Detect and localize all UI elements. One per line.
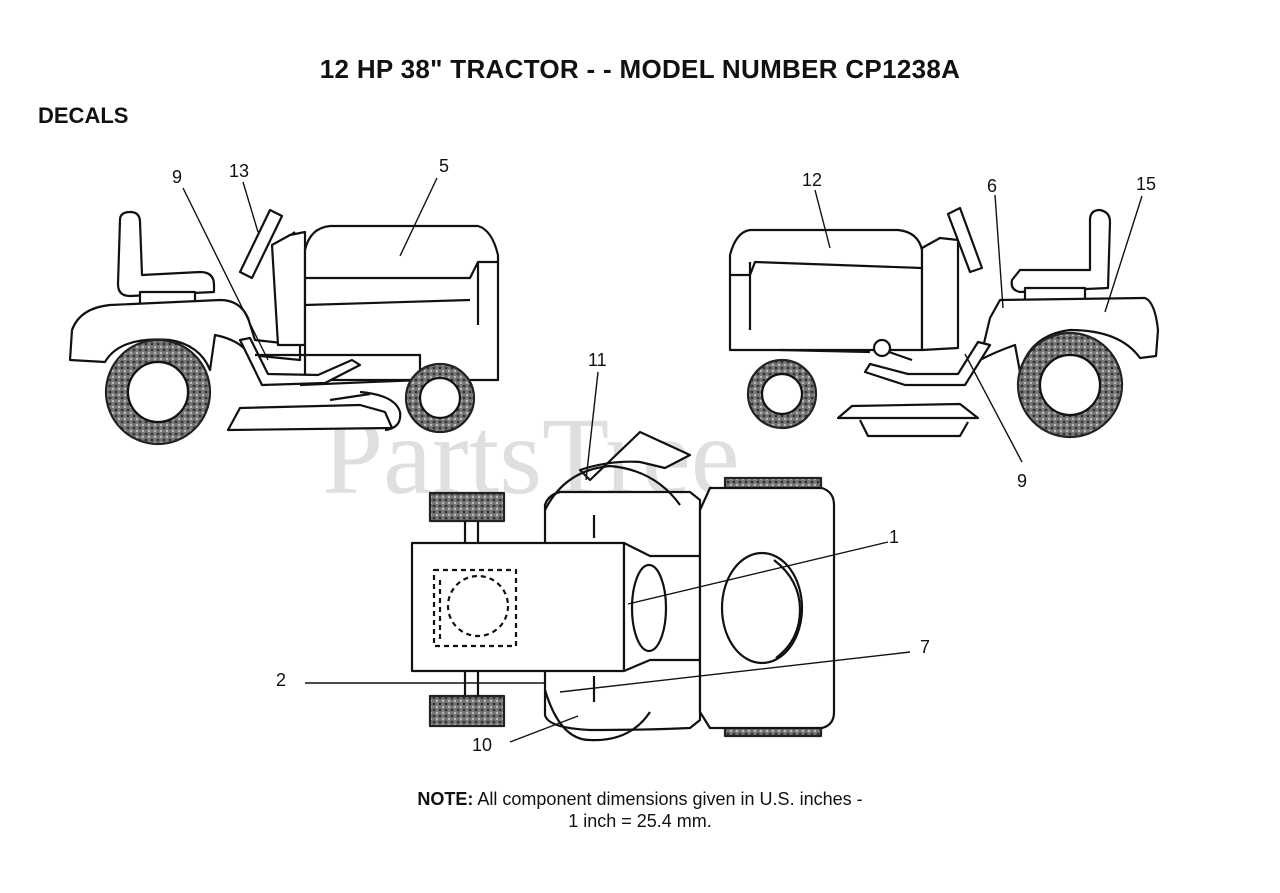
note-label: NOTE: xyxy=(417,789,474,809)
tractor-left-side-view xyxy=(68,208,500,446)
tractor-top-view xyxy=(410,430,836,742)
callout-15: 15 xyxy=(1136,174,1156,194)
tractor-right-side-view xyxy=(728,206,1160,439)
right-leader-lines xyxy=(814,189,1143,463)
callout-6: 6 xyxy=(987,176,997,196)
callout-9-right: 9 xyxy=(1017,471,1027,491)
footnote: NOTE: All component dimensions given in … xyxy=(0,788,1280,832)
page-title: 12 HP 38" TRACTOR - - MODEL NUMBER CP123… xyxy=(319,54,961,84)
note-line-2: 1 inch = 25.4 mm. xyxy=(568,811,712,831)
callout-9-left: 9 xyxy=(172,167,182,187)
section-heading: DECALS xyxy=(38,103,129,128)
callout-5: 5 xyxy=(439,156,449,176)
callout-7: 7 xyxy=(920,637,930,657)
callout-2: 2 xyxy=(276,670,286,690)
top-leader-lines xyxy=(305,371,911,743)
callout-13: 13 xyxy=(229,161,249,181)
callout-10: 10 xyxy=(472,735,492,755)
note-line-1: All component dimensions given in U.S. i… xyxy=(477,789,863,809)
left-leader-lines xyxy=(182,177,438,361)
callout-11: 11 xyxy=(588,350,607,370)
callout-12: 12 xyxy=(802,170,822,190)
callout-1: 1 xyxy=(889,527,899,547)
